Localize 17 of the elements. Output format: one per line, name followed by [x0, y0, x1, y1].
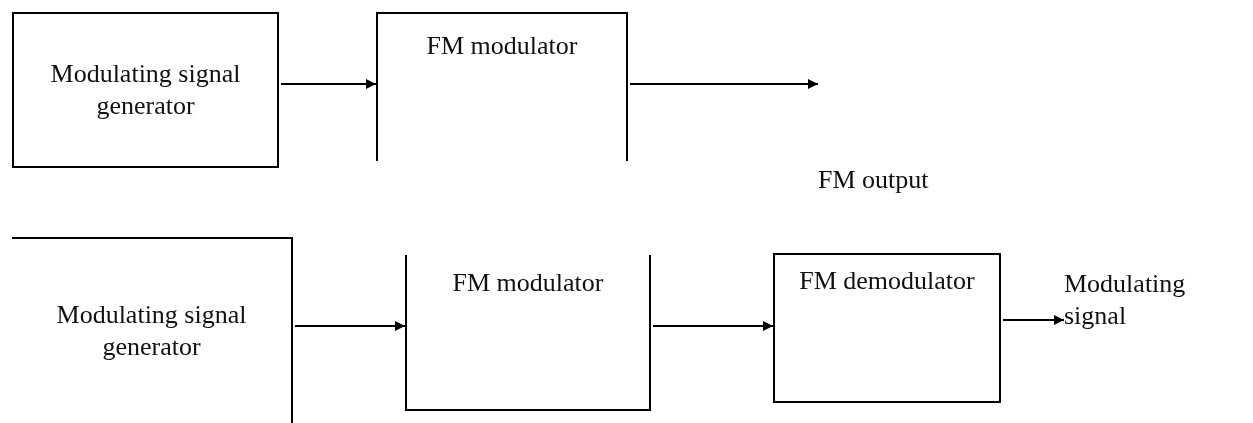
arrow [652, 321, 774, 331]
process-box [773, 253, 1001, 403]
arrow [1002, 315, 1065, 325]
process-box [12, 12, 279, 168]
process-box [405, 255, 651, 411]
output-label: Modulating signal [1064, 268, 1187, 332]
box-label: FM modulator [452, 267, 604, 299]
process-box [12, 237, 293, 423]
arrow [294, 321, 406, 331]
output-label: FM output [818, 164, 929, 196]
process-box [376, 12, 628, 161]
arrow [629, 79, 819, 89]
box-label: Modulating signal generator [55, 299, 248, 363]
box-label: FM modulator [426, 30, 578, 62]
box-label: Modulating signal generator [49, 58, 242, 122]
arrow [280, 79, 377, 89]
box-label: FM demodulator [799, 265, 975, 297]
